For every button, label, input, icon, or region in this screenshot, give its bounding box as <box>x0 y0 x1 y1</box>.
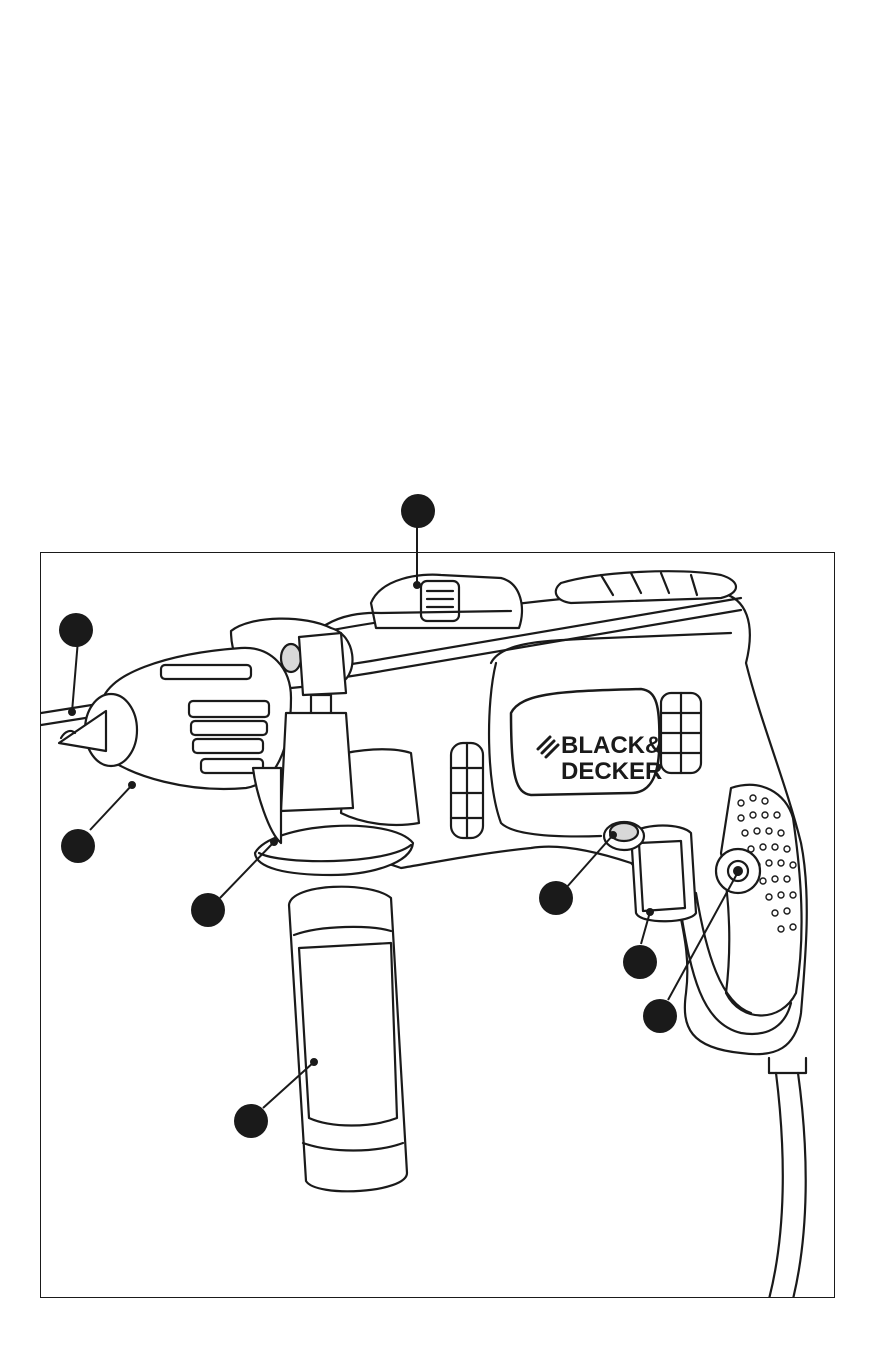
drill-illustration: BLACK& DECKER <box>41 553 835 1298</box>
figure-frame: BLACK& DECKER <box>40 552 835 1298</box>
speed-dial <box>604 822 644 850</box>
power-cord <box>769 1058 806 1298</box>
lock-on-button <box>716 849 760 893</box>
vent-left <box>451 743 483 838</box>
logo-line1: BLACK& <box>561 732 662 759</box>
vent-right <box>661 693 701 773</box>
logo-line2: DECKER <box>561 758 662 785</box>
